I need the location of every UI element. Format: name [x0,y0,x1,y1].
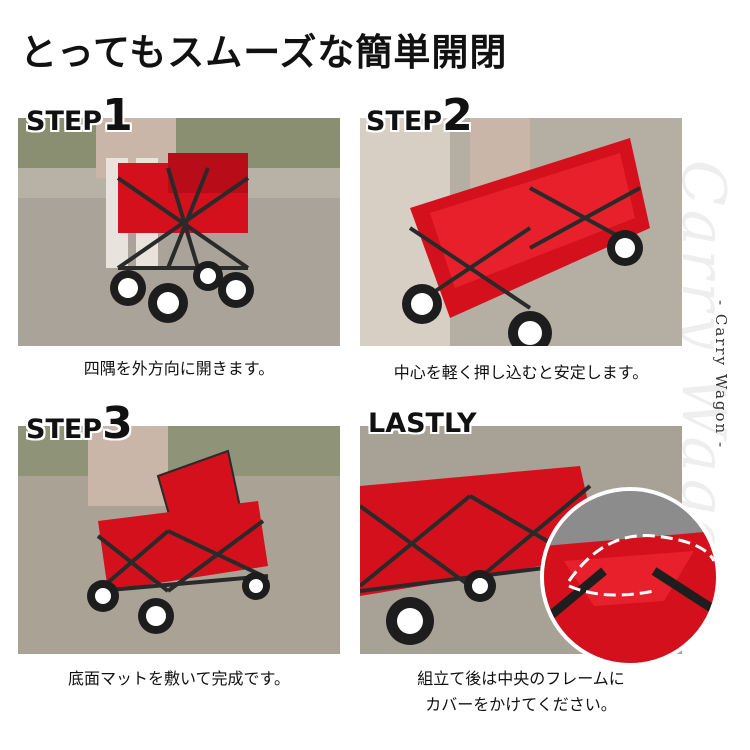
step1-label: STEP1 [26,94,133,138]
lastly-word: LASTLY [368,408,477,439]
step2-word: STEP [366,106,443,137]
page-headline: とってもスムーズな簡単開閉 [20,31,508,74]
step3-photo [18,426,340,654]
step2-photo [360,118,682,346]
lastly-caption-line1: 組立て後は中央のフレームに [417,669,625,688]
step2-caption: 中心を軽く押し込むと安定します。 [393,363,649,382]
lastly-label: LASTLY [368,410,477,437]
step1-photo [18,118,340,346]
step1-number: 1 [102,90,133,141]
step1-caption: 四隅を外方向に開きます。 [83,359,275,378]
lastly-caption: 組立て後は中央のフレームに カバーをかけてください。 [360,666,682,718]
step2-number: 2 [442,90,473,141]
step3-label: STEP3 [26,402,133,446]
step3-caption: 底面マットを敷いて完成です。 [68,669,290,688]
lastly-caption-line2: カバーをかけてください。 [425,695,617,714]
step2-label: STEP2 [366,94,473,138]
zoom-detail-circle [540,487,720,667]
step3-word: STEP [26,414,103,445]
side-brand-text: - Carry Wagon - [712,300,730,450]
step3-number: 3 [102,398,133,449]
step1-word: STEP [26,106,103,137]
